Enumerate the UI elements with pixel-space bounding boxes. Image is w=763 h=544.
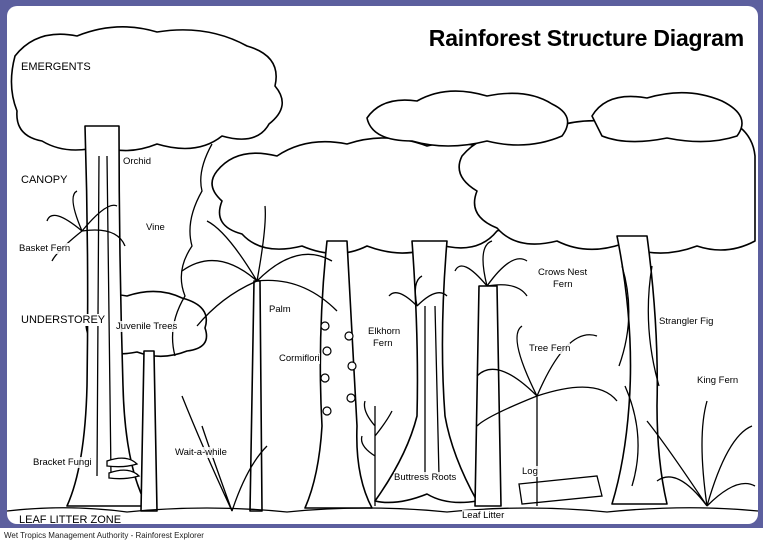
- cormiflori-fruit: [348, 362, 356, 370]
- diagram-panel: Rainforest Structure Diagram EMERGENTS C…: [7, 6, 758, 524]
- bracket-fungi-shape: [107, 458, 137, 467]
- palm-trunk: [250, 281, 262, 511]
- layer-leaf-litter-zone: LEAF LITTER ZONE: [19, 514, 121, 524]
- label-king-fern: King Fern: [697, 375, 738, 386]
- layer-emergents: EMERGENTS: [21, 61, 91, 73]
- emergent-crown-right: [367, 91, 568, 146]
- label-vine: Vine: [146, 222, 165, 233]
- label-crows-nest: Crows Nest: [538, 267, 587, 278]
- label-wait-a-while: Wait-a-while: [175, 447, 227, 458]
- label-orchid: Orchid: [123, 156, 151, 167]
- layer-understorey: UNDERSTOREY: [21, 314, 105, 326]
- emergent-crown: [11, 27, 282, 151]
- label-bracket-fungi: Bracket Fungi: [33, 457, 92, 468]
- label-palm: Palm: [269, 304, 291, 315]
- bracket-fungi-shape-2: [109, 470, 139, 479]
- credit-line: Wet Tropics Management Authority - Rainf…: [4, 531, 204, 540]
- label-leaf-litter: Leaf Litter: [462, 510, 504, 521]
- label-cormiflori: Cormiflori: [279, 353, 320, 364]
- cormiflori-trunk: [305, 241, 372, 508]
- emergent-crown-far-right: [592, 93, 742, 142]
- label-log: Log: [522, 466, 538, 477]
- juvenile-trunk: [141, 351, 157, 511]
- label-strangler-fig: Strangler Fig: [659, 316, 713, 327]
- outer-frame: Rainforest Structure Diagram EMERGENTS C…: [0, 0, 763, 528]
- diagram-title: Rainforest Structure Diagram: [429, 25, 744, 52]
- label-elkhorn: Elkhorn: [368, 326, 400, 337]
- buttress-trunk: [375, 241, 477, 502]
- log-shape: [519, 476, 602, 504]
- cormiflori-fruit: [347, 394, 355, 402]
- cormiflori-fruit: [321, 374, 329, 382]
- strangler-fig-trunk: [612, 236, 667, 504]
- label-elkhorn-fern: Fern: [373, 338, 393, 349]
- label-buttress-roots: Buttress Roots: [394, 472, 456, 483]
- ground-line: [7, 508, 758, 512]
- cormiflori-fruit: [345, 332, 353, 340]
- crows-nest-trunk: [475, 286, 501, 506]
- rainforest-illustration: [7, 6, 758, 524]
- label-juvenile-trees: Juvenile Trees: [116, 321, 177, 332]
- label-basket-fern: Basket Fern: [19, 243, 70, 254]
- cormiflori-fruit: [321, 322, 329, 330]
- cormiflori-fruit: [323, 347, 331, 355]
- cormiflori-fruit: [323, 407, 331, 415]
- label-crows-nest-fern: Fern: [553, 279, 573, 290]
- label-tree-fern: Tree Fern: [529, 343, 570, 354]
- layer-canopy: CANOPY: [21, 174, 67, 186]
